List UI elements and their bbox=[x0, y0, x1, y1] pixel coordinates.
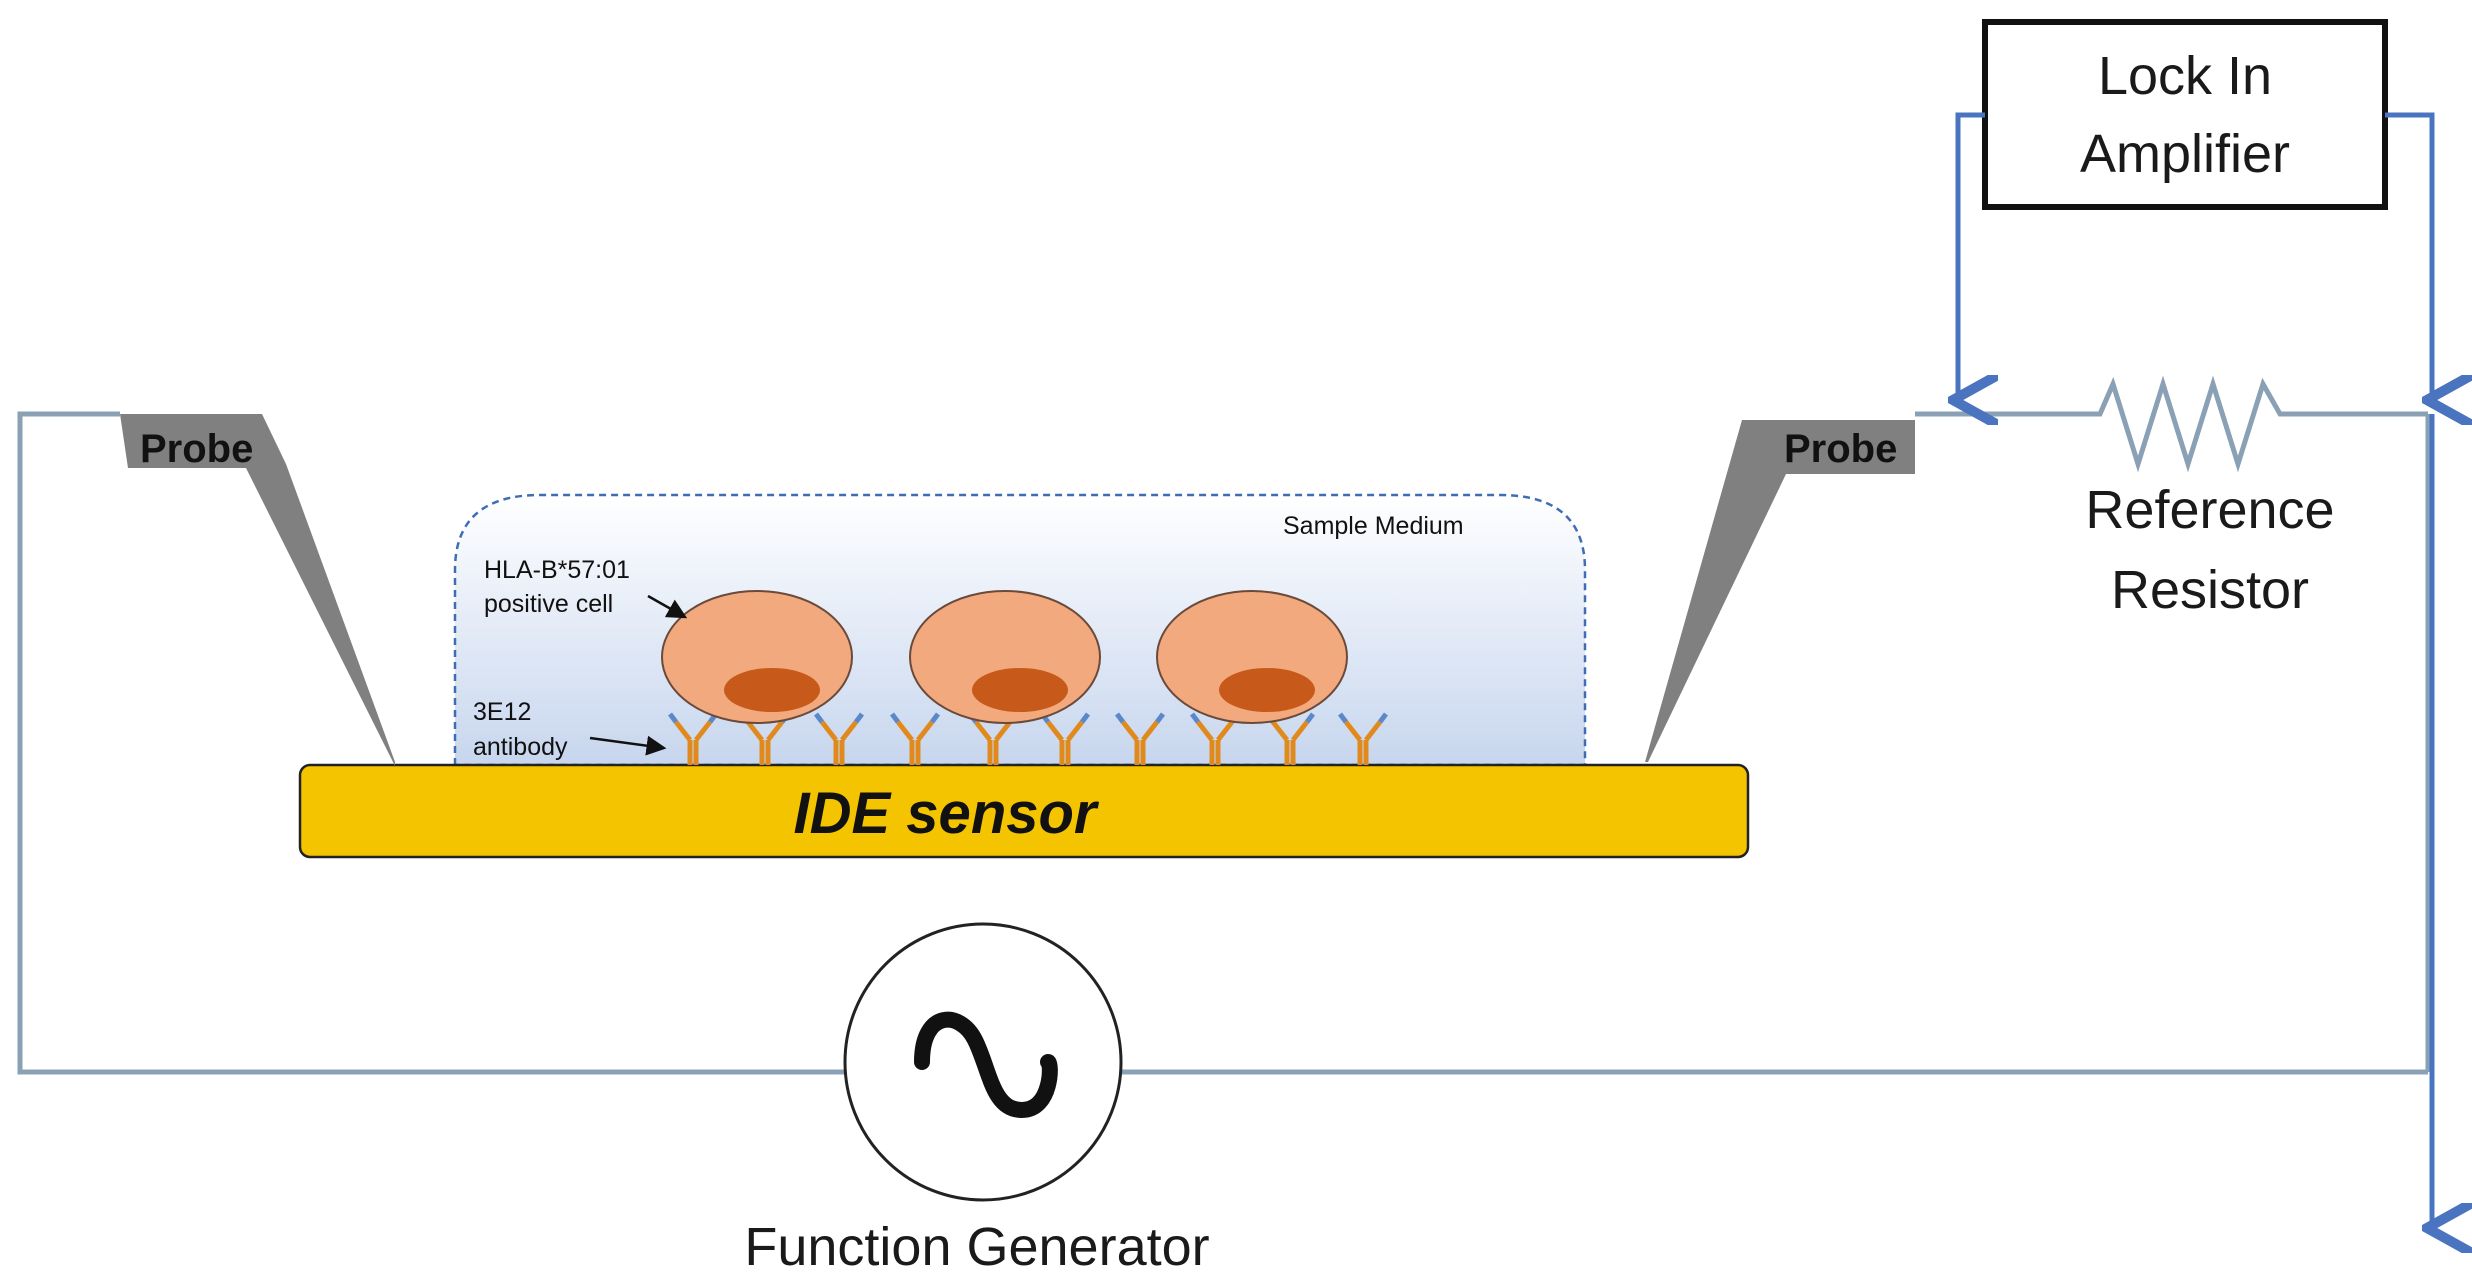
lock-in-right-probe-line bbox=[2385, 112, 2432, 400]
probe-right-label: Probe bbox=[1784, 427, 1897, 471]
antibody bbox=[668, 712, 718, 765]
left-wire bbox=[17, 411, 845, 1075]
antibody-label-line2: antibody bbox=[473, 733, 568, 761]
antibody bbox=[890, 712, 940, 765]
cell-pointer-arrow bbox=[647, 594, 688, 619]
ide-sensor-body bbox=[298, 763, 1750, 859]
reference-label-line1: Reference bbox=[2085, 480, 2334, 540]
cell-nucleus bbox=[724, 668, 820, 712]
lock-in-label-line2: Amplifier bbox=[2080, 124, 2290, 184]
probe-left-label: Probe bbox=[140, 427, 253, 471]
sample-medium-label: Sample Medium bbox=[1283, 512, 1464, 540]
reference-label-line2: Resistor bbox=[2111, 560, 2309, 620]
ide-sensor-label: IDE sensor bbox=[794, 781, 1100, 846]
reference-resistor-label: Reference Resistor bbox=[2085, 480, 2334, 620]
cell-nucleus bbox=[972, 668, 1068, 712]
cell-nucleus bbox=[1219, 668, 1315, 712]
probe-left: Probe bbox=[120, 414, 395, 766]
cell-group bbox=[661, 590, 1348, 724]
antibody-annotation: 3E12 antibody bbox=[473, 698, 667, 761]
antibody bbox=[1115, 712, 1165, 765]
lock-in-left-probe-line bbox=[1958, 112, 1985, 400]
lock-in-label-line1: Lock In bbox=[2098, 46, 2272, 106]
lock-in-amplifier: Lock In Amplifier bbox=[1982, 19, 2388, 210]
antibody bbox=[1338, 712, 1388, 765]
probe-left-shape bbox=[120, 414, 395, 766]
antibody-pointer-arrow bbox=[589, 735, 667, 756]
circuit-wires bbox=[17, 375, 2431, 1075]
sine-wave-icon bbox=[914, 1011, 1058, 1119]
cell-label-line2: positive cell bbox=[484, 590, 613, 618]
positive-cell bbox=[661, 590, 853, 724]
function-generator-label: Function Generator bbox=[744, 1217, 1209, 1277]
antibody-label-line1: 3E12 bbox=[473, 698, 531, 726]
function-generator: Function Generator bbox=[744, 922, 1210, 1277]
cell-label-line1: HLA-B*57:01 bbox=[484, 556, 630, 584]
positive-cell bbox=[909, 590, 1101, 724]
cell-annotation: HLA-B*57:01 positive cell bbox=[484, 556, 688, 619]
ide-sensor: IDE sensor bbox=[298, 763, 1750, 859]
resistor-zigzag-icon bbox=[2070, 375, 2428, 473]
positive-cell bbox=[1156, 590, 1348, 724]
probe-right-shape bbox=[1645, 420, 1915, 762]
antibody bbox=[814, 712, 864, 765]
lock-in-signal-lines bbox=[1958, 112, 2432, 1228]
probe-right: Probe bbox=[1645, 420, 1915, 762]
